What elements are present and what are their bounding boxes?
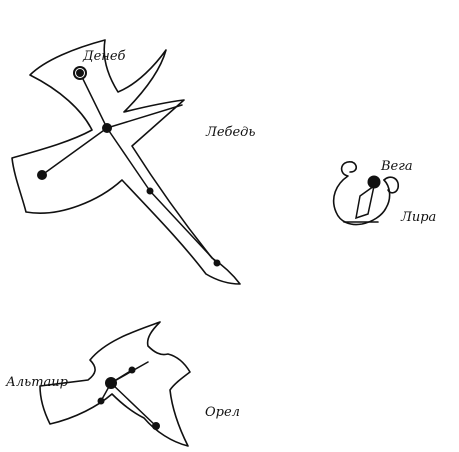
lyra-scroll-right <box>384 177 398 193</box>
cygnus-link-neck-head <box>150 191 217 263</box>
label-altair: Альтаир <box>6 376 68 389</box>
star-altair <box>105 377 117 389</box>
star-aquila-top <box>129 367 136 374</box>
label-aquila: Орел <box>205 406 240 419</box>
label-deneb: Денеб <box>83 50 125 63</box>
star-cygnus-center <box>102 123 112 133</box>
star-aquila-tail <box>152 422 160 430</box>
star-aquila-bottom <box>98 398 105 405</box>
star-cygnus-wing-left <box>37 170 47 180</box>
label-vega: Вега <box>381 160 413 173</box>
star-vega <box>368 176 381 189</box>
star-cygnus-head <box>214 260 221 267</box>
cygnus-swan-outline <box>12 40 240 284</box>
cygnus-constellation <box>12 40 240 284</box>
star-cygnus-neck <box>147 188 154 195</box>
label-lyra: Лира <box>401 211 436 224</box>
aquila-link-altair-tail <box>111 383 156 426</box>
cygnus-link-deneb-center <box>80 73 107 128</box>
cygnus-link-center-wing-right <box>107 105 182 128</box>
cygnus-link-center-neck <box>107 128 150 191</box>
lyra-parallelogram <box>356 186 374 218</box>
aquila-link-altair-wing <box>111 362 148 383</box>
lyra-scroll-left <box>350 162 356 172</box>
cygnus-link-center-wing-left <box>42 128 107 175</box>
label-cygnus: Лебедь <box>206 126 256 139</box>
